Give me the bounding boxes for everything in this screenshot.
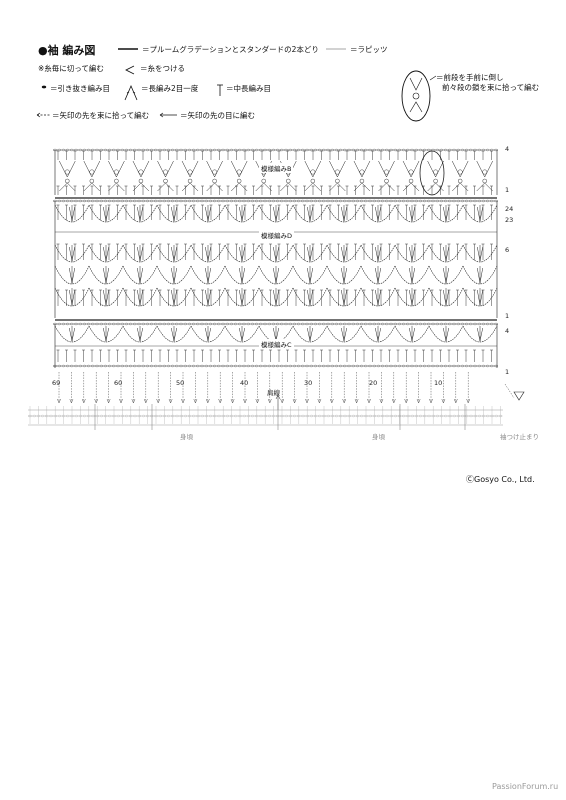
chart-rows <box>53 148 499 368</box>
column-number: 30 <box>304 379 313 387</box>
sleeve-end-label: 袖つけ止まり <box>500 433 539 441</box>
row-number: 1 <box>505 368 510 376</box>
pattern-label-b: 模様編みB <box>259 163 294 173</box>
row-number: 23 <box>505 216 514 224</box>
watermark: PassionForum.ru <box>492 782 559 791</box>
row-number: 1 <box>505 186 510 194</box>
row-number: 1 <box>505 312 510 320</box>
body-label: 身頃 <box>372 433 385 441</box>
legend-note: ※糸毎に切って編む <box>38 64 104 73</box>
column-number: 20 <box>369 379 378 387</box>
column-number: 50 <box>176 379 185 387</box>
column-number: 69 <box>52 379 61 387</box>
legend-solid-line-text: ＝プルームグラデーションとスタンダードの2本どり <box>142 45 319 54</box>
foundation-row <box>28 404 503 430</box>
legend-dashed-arrow-text: ＝矢印の先を束に拾って編む <box>52 111 150 120</box>
legend-join-text: ＝糸をつける <box>140 64 185 73</box>
row-number: 4 <box>505 327 510 335</box>
legend-thin-line-text: ＝ラピッツ <box>350 45 388 54</box>
row-number: 24 <box>505 205 514 213</box>
foundation-arrows <box>57 372 525 410</box>
pattern-label-c: 模様編みC <box>259 339 294 349</box>
copyright: ⒸGosyo Co., Ltd. <box>466 475 535 484</box>
column-number: 60 <box>114 379 123 387</box>
column-number: 10 <box>434 379 443 387</box>
page-title: ●袖 編み図 <box>38 44 96 57</box>
legend-hdc-text: ＝中長編み目 <box>226 84 271 93</box>
body-label: 身頃 <box>180 433 193 441</box>
legend-solid-arrow-text: ＝矢印の先の目に編む <box>180 111 255 120</box>
legend-slip-text: ＝引き抜き編み目 <box>50 84 110 93</box>
legend-oval-note-1: ＝前段を手前に倒し <box>436 73 504 82</box>
shoulder-line-label: 肩線 <box>267 389 280 397</box>
legend-oval-note-2: 前々段の鎖を束に拾って編む <box>442 83 540 92</box>
pattern-label-d: 模様編みD <box>259 230 295 240</box>
row-number: 4 <box>505 145 510 153</box>
legend-dc2tog-text: ＝長編み2目一度 <box>141 84 199 93</box>
row-number: 6 <box>505 246 510 254</box>
column-number: 40 <box>240 379 249 387</box>
